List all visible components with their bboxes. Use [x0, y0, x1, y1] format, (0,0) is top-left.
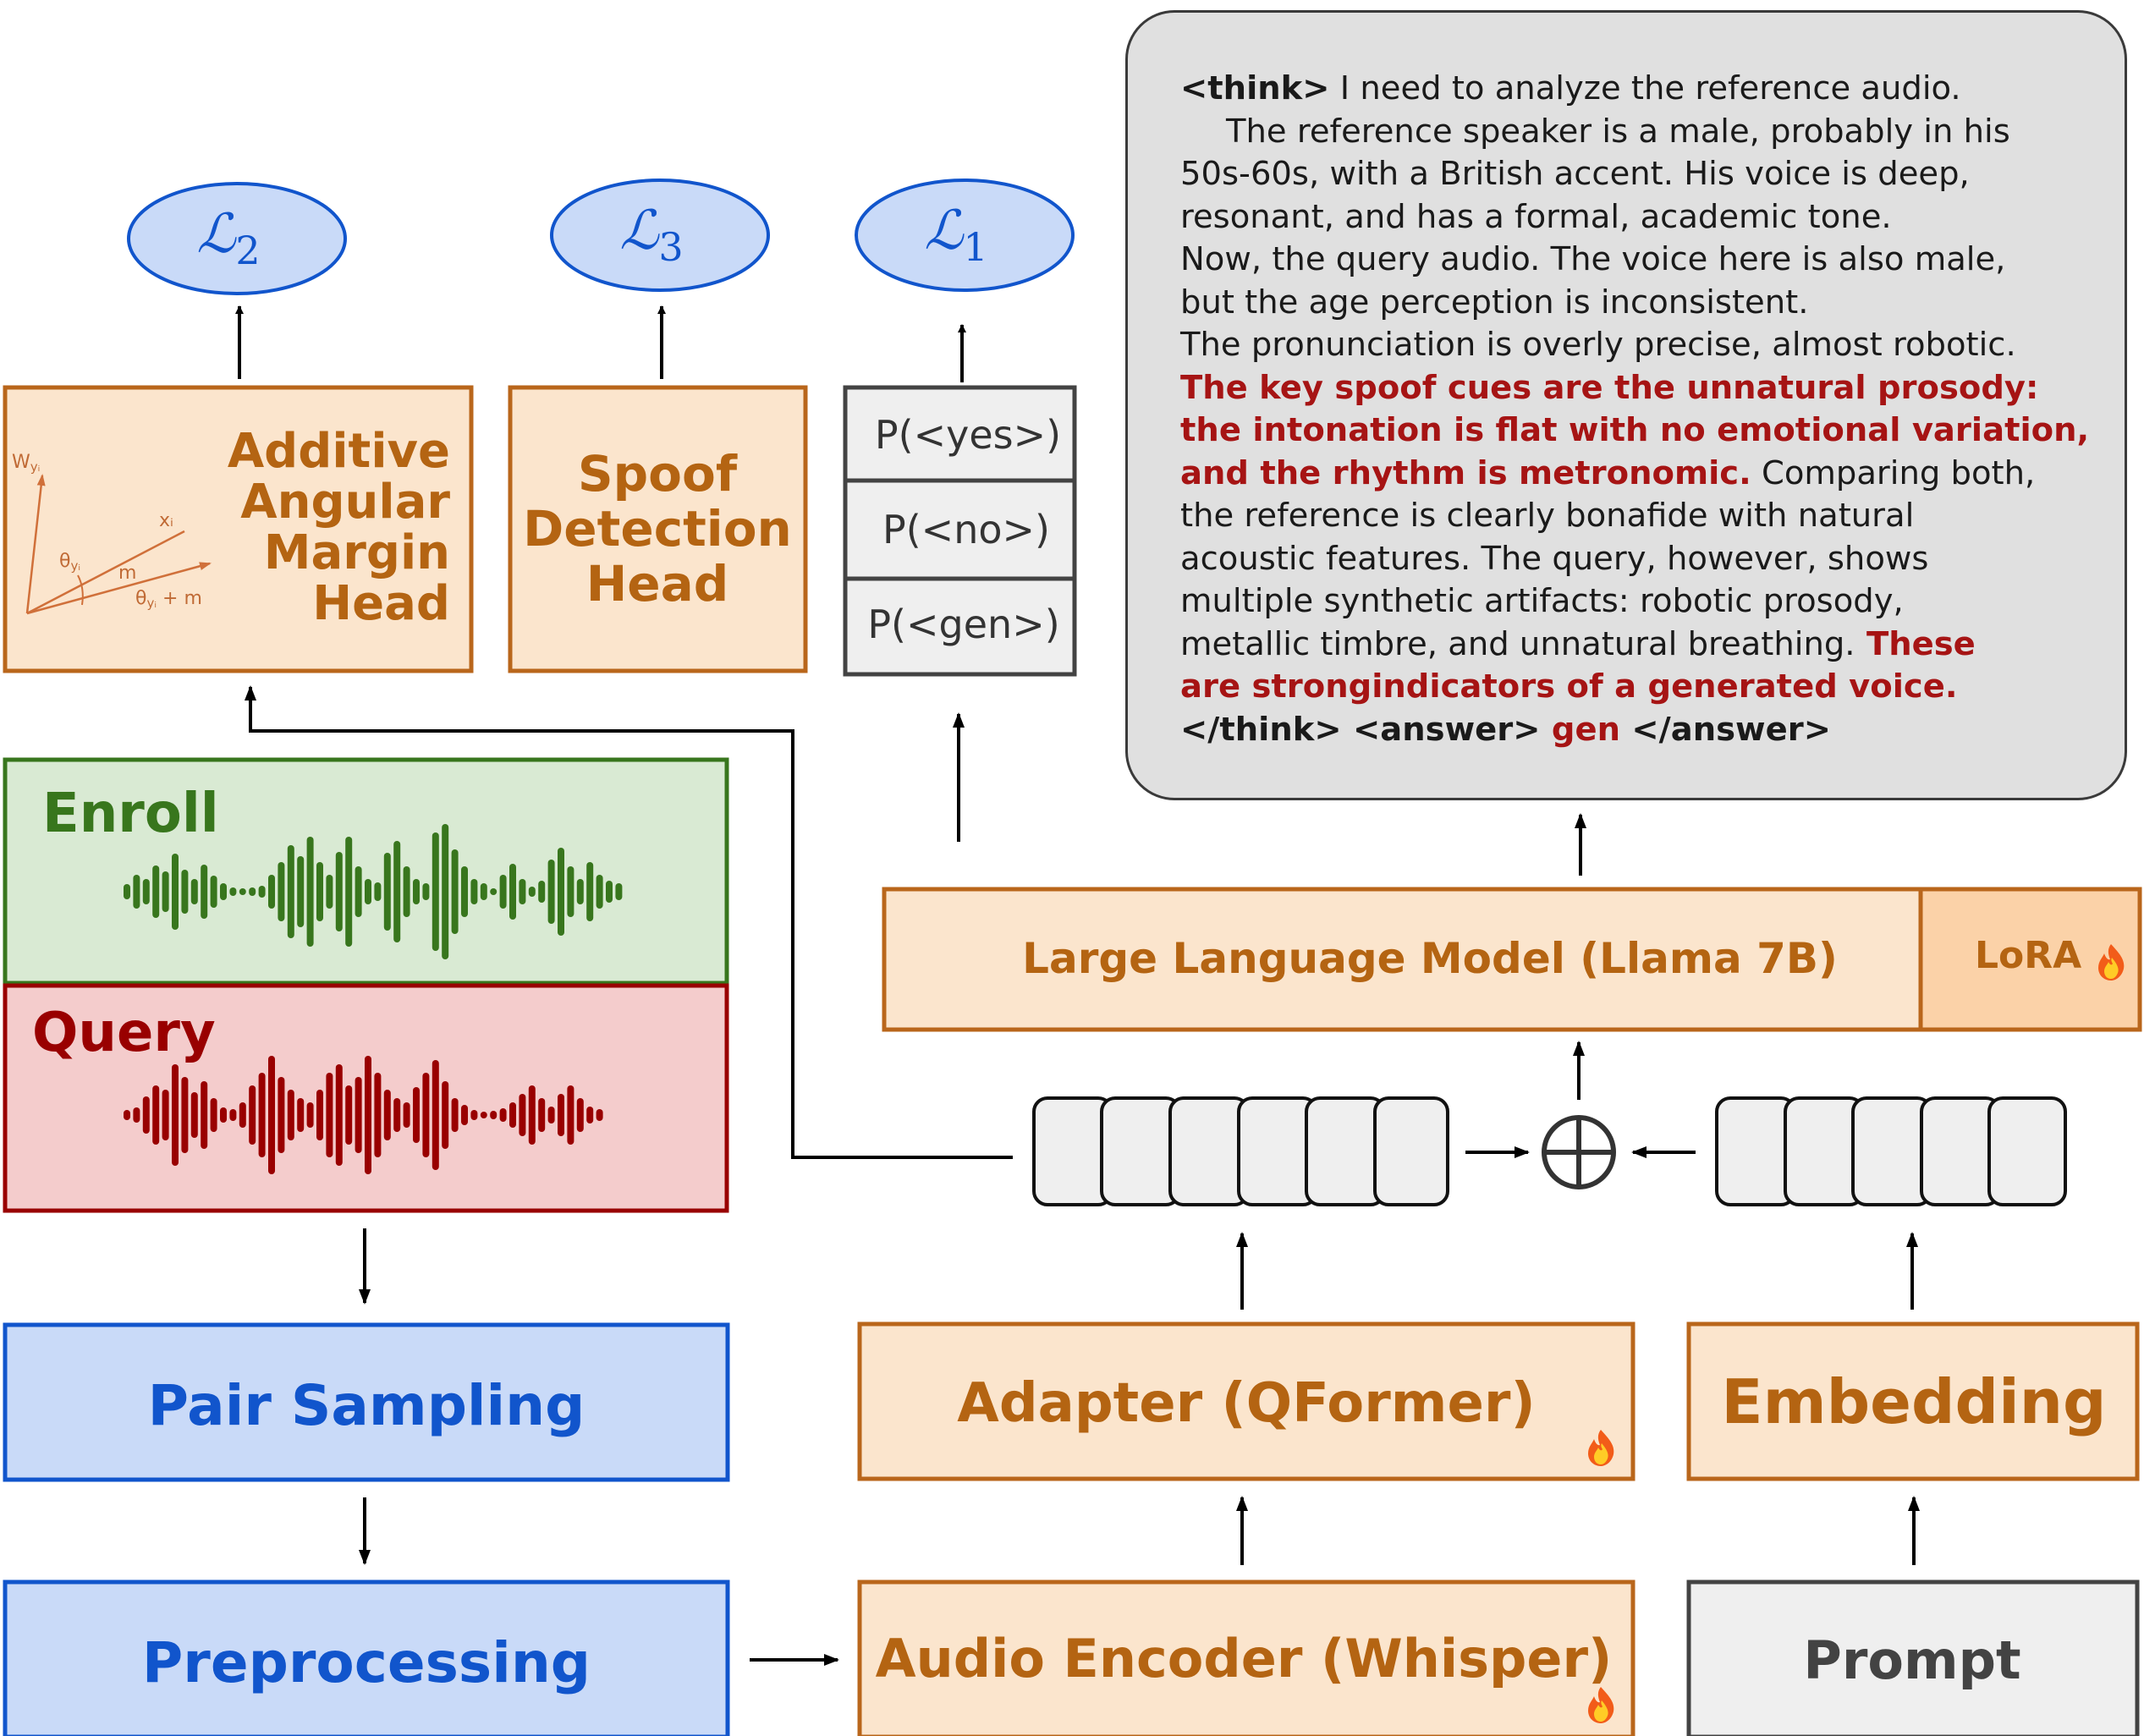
aam-title-line-4: Head — [312, 576, 450, 631]
svg-text:Head: Head — [586, 555, 729, 613]
loss-l2: ℒ2 — [127, 182, 347, 295]
enroll-panel: Enroll — [3, 757, 729, 986]
concat-plus-icon — [1542, 1115, 1616, 1189]
aam-head: Wyᵢ xᵢ θyᵢ m θyᵢ + m Additive Angular Ma… — [3, 385, 474, 673]
svg-text:Spoof: Spoof — [578, 445, 738, 503]
llm-box: Large Language Model (Llama 7B) LoRA — [882, 887, 2142, 1032]
svg-text:Pair Sampling: Pair Sampling — [148, 1373, 585, 1438]
svg-text:Embedding: Embedding — [1721, 1366, 2106, 1437]
angular-margin-plot: Wyᵢ xᵢ θyᵢ m θyᵢ + m — [12, 452, 212, 615]
query-panel: Query — [3, 983, 729, 1213]
spoof-detection-head: Spoof Detection Head — [508, 385, 808, 673]
aam-title-line-2: Angular — [240, 475, 450, 530]
prompt-box: Prompt — [1686, 1579, 2140, 1736]
svg-text:Audio Encoder (Whisper): Audio Encoder (Whisper) — [876, 1628, 1613, 1689]
svg-text:ℒ2: ℒ2 — [196, 203, 260, 273]
svg-text:Large Language Model (Llama 7B: Large Language Model (Llama 7B) — [1022, 934, 1838, 983]
prob-gen: P(<gen>) — [867, 602, 1059, 647]
audio-token-sequence — [1032, 1096, 1449, 1206]
audio-encoder-box: Audio Encoder (Whisper) — [857, 1579, 1635, 1736]
text-token-sequence — [1715, 1096, 2067, 1206]
svg-text:xᵢ: xᵢ — [159, 510, 173, 531]
aam-title-line-3: Margin — [264, 525, 450, 580]
pair-sampling-box: Pair Sampling — [3, 1322, 730, 1482]
svg-text:Detection: Detection — [523, 500, 792, 558]
svg-text:m: m — [118, 563, 136, 584]
lora-label: LoRA — [1975, 934, 2081, 977]
svg-text:θyᵢ + m: θyᵢ + m — [135, 588, 202, 611]
reasoning-output-bubble: <think> I need to analyze the reference … — [1125, 10, 2127, 800]
prob-yes: P(<yes>) — [875, 412, 1061, 458]
aam-title-line-1: Additive — [228, 424, 450, 479]
loss-l1: ℒ1 — [855, 179, 1075, 292]
svg-text:ℒ3: ℒ3 — [619, 200, 683, 270]
svg-text:θyᵢ: θyᵢ — [59, 551, 80, 574]
token-probability-table: P(<yes>) P(<no>) P(<gen>) — [843, 385, 1077, 677]
svg-text:Prompt: Prompt — [1803, 1629, 2020, 1691]
svg-text:Preprocessing: Preprocessing — [142, 1630, 591, 1695]
adapter-box: Adapter (QFormer) — [857, 1321, 1635, 1481]
prob-no: P(<no>) — [882, 507, 1050, 552]
svg-text:Wyᵢ: Wyᵢ — [12, 452, 40, 475]
svg-text:Enroll: Enroll — [42, 783, 219, 845]
preprocessing-box: Preprocessing — [3, 1579, 730, 1736]
svg-text:Adapter (QFormer): Adapter (QFormer) — [957, 1372, 1535, 1435]
query-waveform — [124, 1056, 603, 1174]
enroll-waveform — [124, 824, 623, 959]
svg-text:ℒ1: ℒ1 — [924, 200, 987, 270]
embedding-box: Embedding — [1686, 1321, 2140, 1481]
svg-text:Query: Query — [32, 1002, 216, 1064]
loss-l3: ℒ3 — [550, 179, 770, 292]
